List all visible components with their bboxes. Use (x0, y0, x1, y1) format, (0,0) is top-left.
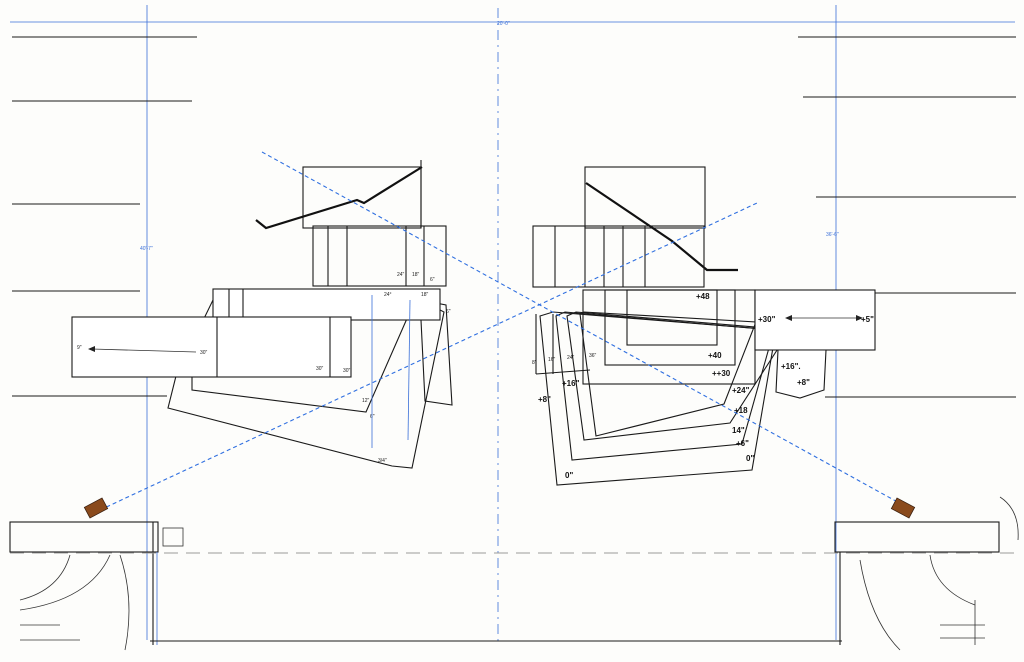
riser-label: 30" (200, 350, 208, 356)
right-camera-icon (890, 497, 916, 519)
elevation-label: +40 (708, 351, 722, 360)
top-dimension-label: 20'-0" (497, 21, 510, 27)
elevation-label: +48 (696, 292, 710, 301)
riser-label: 24" (397, 272, 405, 278)
left-wing-structure (9, 521, 184, 651)
elevation-label: 14" (732, 426, 745, 435)
riser-label: 30" (316, 366, 324, 372)
left-seat-rows (12, 36, 197, 397)
riser-label: 30" (343, 368, 351, 374)
elevation-label: 0" (746, 454, 754, 463)
small-label: 36" (589, 353, 597, 359)
right-height-label: 36'-6" (826, 232, 839, 238)
elevation-label: +16". (781, 362, 801, 371)
right-wing-structure (834, 496, 1019, 651)
elevation-label: +8" (797, 378, 810, 387)
elevation-label: +5" (861, 315, 874, 324)
riser-label: 24° (384, 292, 392, 298)
arrow-label: 9" (77, 345, 82, 351)
elevation-label: 0" (565, 471, 573, 480)
elevation-label: +24" (732, 386, 750, 395)
riser-label: 12" (362, 398, 370, 404)
elevation-label: +6" (736, 439, 749, 448)
sight-line-left-to-right (261, 151, 904, 506)
riser-label: 18" (412, 272, 420, 278)
riser-label: 6" (430, 277, 435, 283)
left-riser-unit: 24" 18" 6" 24° 18" 6" 30" 30" 30" 9" 12"… (71, 160, 453, 469)
riser-label: 6" (446, 309, 451, 315)
riser-label: 18" (421, 292, 429, 298)
right-seat-rows (798, 36, 1016, 398)
right-riser-unit: +48 +40 ++30 +24" +18 14" +6" 0" +30" +5… (532, 166, 876, 486)
small-label: 24" (567, 355, 575, 361)
elevation-label: +30" (758, 315, 776, 324)
elevation-label: +18 (734, 406, 748, 415)
riser-label: 3/4" (378, 458, 387, 464)
elevation-label: ++30 (712, 369, 731, 378)
small-label: 16" (548, 357, 556, 363)
sight-line-right-to-left (99, 202, 758, 511)
small-label: 8" (532, 360, 537, 366)
left-height-label: 40'-7" (140, 246, 153, 252)
elevation-label: +16" (562, 379, 580, 388)
left-camera-icon (83, 497, 109, 519)
elevation-label: +8" (538, 395, 551, 404)
